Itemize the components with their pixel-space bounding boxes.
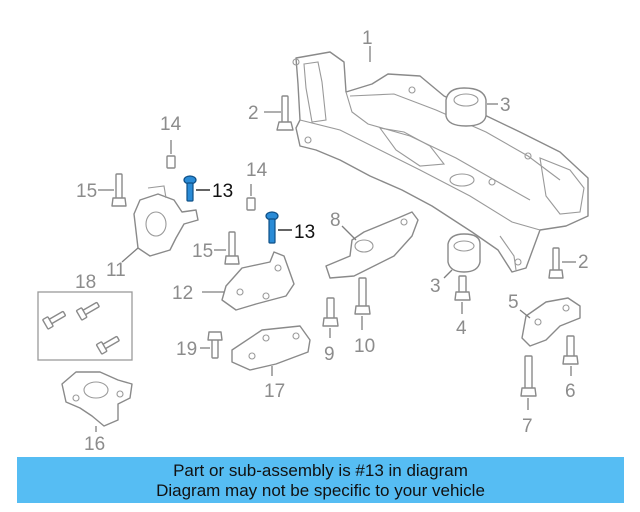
callout-17[interactable]: 17 [264, 381, 285, 402]
bolt-part-6 [562, 335, 579, 365]
callout-4[interactable]: 4 [456, 318, 467, 339]
exploded-view: 1 2 2 3 3 4 5 6 [37, 28, 589, 455]
callout-9[interactable]: 9 [324, 344, 335, 365]
callout-2a[interactable]: 2 [248, 103, 259, 124]
callout-3a[interactable]: 3 [500, 95, 511, 116]
banner-line-2: Diagram may not be specific to your vehi… [156, 481, 485, 500]
info-banner: Part or sub-assembly is #13 in diagram D… [17, 457, 624, 503]
callout-14b[interactable]: 14 [246, 160, 268, 181]
bracket-part-12 [221, 251, 295, 311]
callout-2b[interactable]: 2 [578, 252, 589, 273]
nut-part-14-right [246, 197, 256, 211]
bracket-part-5 [521, 297, 581, 347]
bolt-part-9 [322, 297, 339, 327]
parts-diagram: 1 2 2 3 3 4 5 6 [37, 28, 589, 455]
bolt-part-15-left [111, 173, 127, 207]
callout-8[interactable]: 8 [330, 210, 341, 231]
bolt-part-10 [354, 277, 371, 315]
bushing-part-3-lower [447, 233, 481, 273]
bolt-part-19 [207, 331, 223, 359]
callout-18[interactable]: 18 [75, 272, 96, 293]
bolt-part-13-upper [183, 175, 197, 202]
bolt-part-4 [454, 275, 471, 301]
callout-6[interactable]: 6 [565, 381, 576, 402]
mount-part-16 [61, 371, 133, 427]
callout-15b[interactable]: 15 [192, 241, 213, 262]
nut-part-14-left [166, 155, 176, 169]
mount-part-11 [133, 185, 199, 257]
callout-1[interactable]: 1 [362, 28, 373, 49]
callout-12[interactable]: 12 [172, 283, 193, 304]
bushing-part-3-upper [445, 87, 487, 127]
callout-14a[interactable]: 14 [160, 114, 182, 135]
callout-13b[interactable]: 13 [294, 222, 315, 243]
callout-16[interactable]: 16 [84, 434, 105, 455]
bolt-kit-part-18 [37, 291, 133, 361]
subframe-part-1 [292, 51, 589, 273]
banner-line-1: Part or sub-assembly is #13 in diagram [173, 461, 468, 480]
bolt-part-2-upper [276, 95, 294, 131]
bolt-part-13-lower [265, 211, 279, 244]
mount-part-8 [325, 211, 419, 279]
callout-11[interactable]: 11 [106, 260, 126, 281]
bolt-part-15-right [224, 231, 240, 265]
callout-19[interactable]: 19 [176, 339, 197, 360]
callout-15a[interactable]: 15 [76, 181, 97, 202]
callout-10[interactable]: 10 [354, 336, 375, 357]
bolt-part-2-right [548, 247, 564, 279]
bolt-part-7 [520, 355, 537, 397]
plate-part-17 [231, 325, 311, 371]
callout-13a[interactable]: 13 [212, 181, 233, 202]
callout-5[interactable]: 5 [508, 292, 519, 313]
callout-3b[interactable]: 3 [430, 276, 441, 297]
callout-7[interactable]: 7 [522, 416, 533, 437]
